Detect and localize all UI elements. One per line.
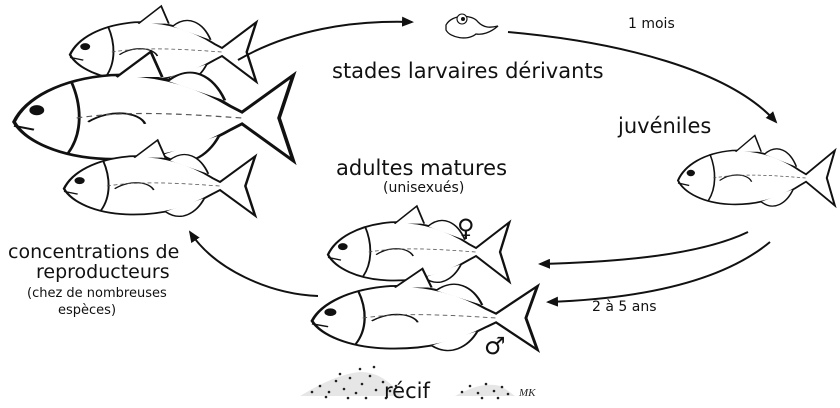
species-label: espèces) — [58, 304, 116, 318]
larva-icon — [446, 14, 498, 38]
duration-one-month-label: 1 mois — [628, 17, 675, 32]
reef-label: récif — [384, 380, 430, 402]
duration-years-label: 2 à 5 ans — [592, 300, 657, 315]
fish-juvenile — [678, 136, 835, 207]
arrow-juveniles-to-adults-years — [548, 242, 770, 302]
fish-top-left — [70, 6, 256, 82]
artist-signature: MK — [518, 387, 536, 399]
concentrations-label: concentrations de — [8, 243, 179, 263]
many-species-label: (chez de nombreuses — [27, 287, 167, 301]
arrow-spawners-to-larvae — [238, 22, 412, 60]
female-symbol-icon: ♀ — [457, 216, 475, 240]
mature-adults-label: adultes matures — [336, 157, 507, 179]
arrow-juveniles-to-adults — [540, 232, 748, 264]
male-symbol-icon: ♂ — [484, 334, 506, 358]
larval-stages-label: stades larvaires dérivants — [332, 60, 604, 82]
arrow-adults-to-spawners — [190, 232, 318, 296]
juveniles-label: juvéniles — [618, 115, 711, 137]
spawners-label: reproducteurs — [36, 263, 170, 283]
unisexual-label: (unisexués) — [383, 181, 464, 196]
